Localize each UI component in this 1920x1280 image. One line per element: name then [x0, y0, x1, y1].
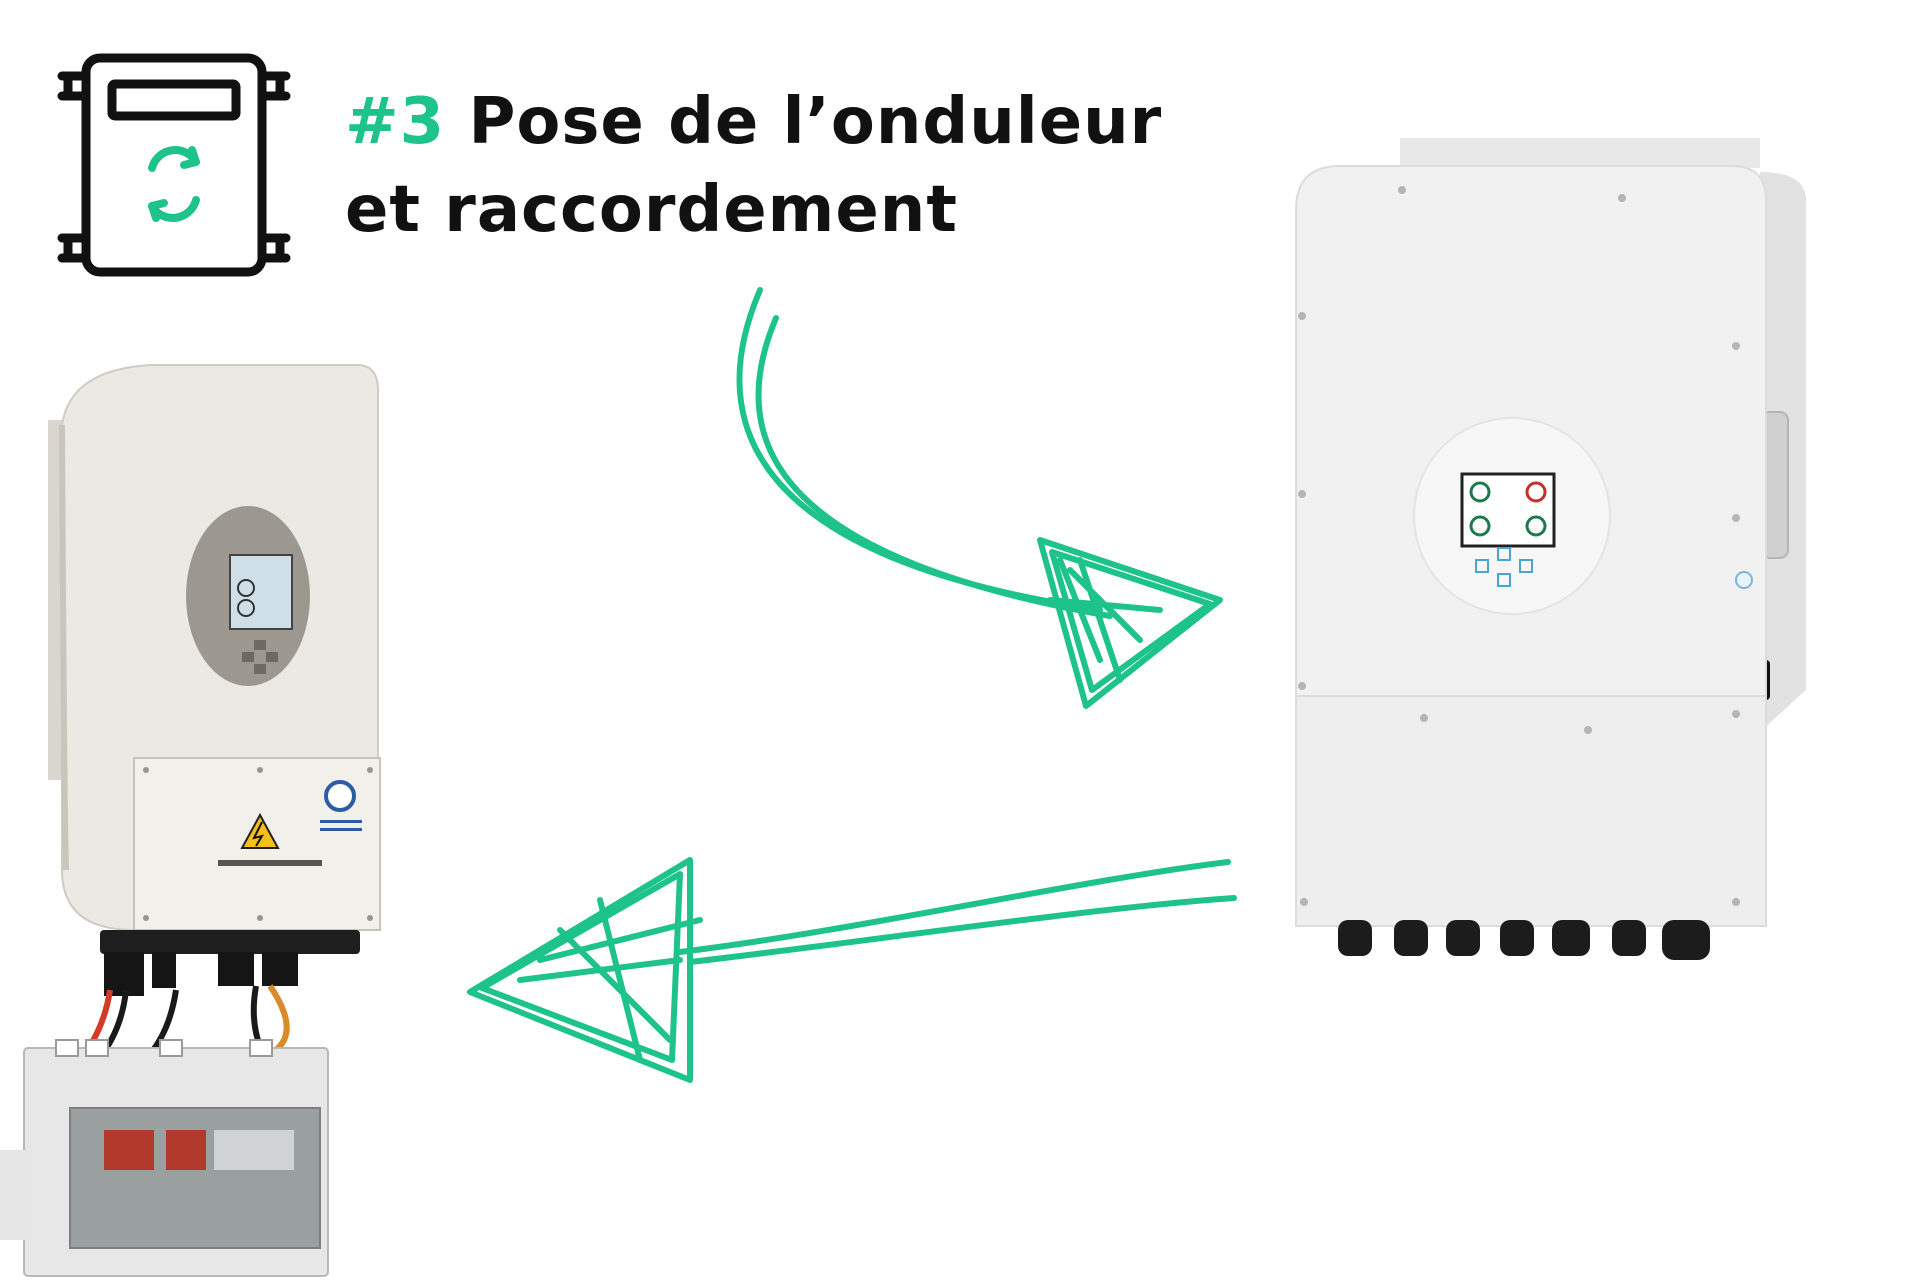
step-title-line2: et raccordement: [345, 173, 958, 247]
installed-inverter: [0, 364, 381, 1277]
step-heading: #3 Pose de l’onduleur et raccordement: [345, 78, 1162, 254]
arrow-down-right-icon: [736, 287, 1223, 709]
product-inverter: [1295, 138, 1806, 960]
arrow-left-icon: [467, 857, 1237, 1083]
step-number: #3: [345, 85, 446, 159]
step-title-line1: Pose de l’onduleur: [468, 85, 1163, 159]
inverter-refresh-icon: [57, 53, 291, 277]
